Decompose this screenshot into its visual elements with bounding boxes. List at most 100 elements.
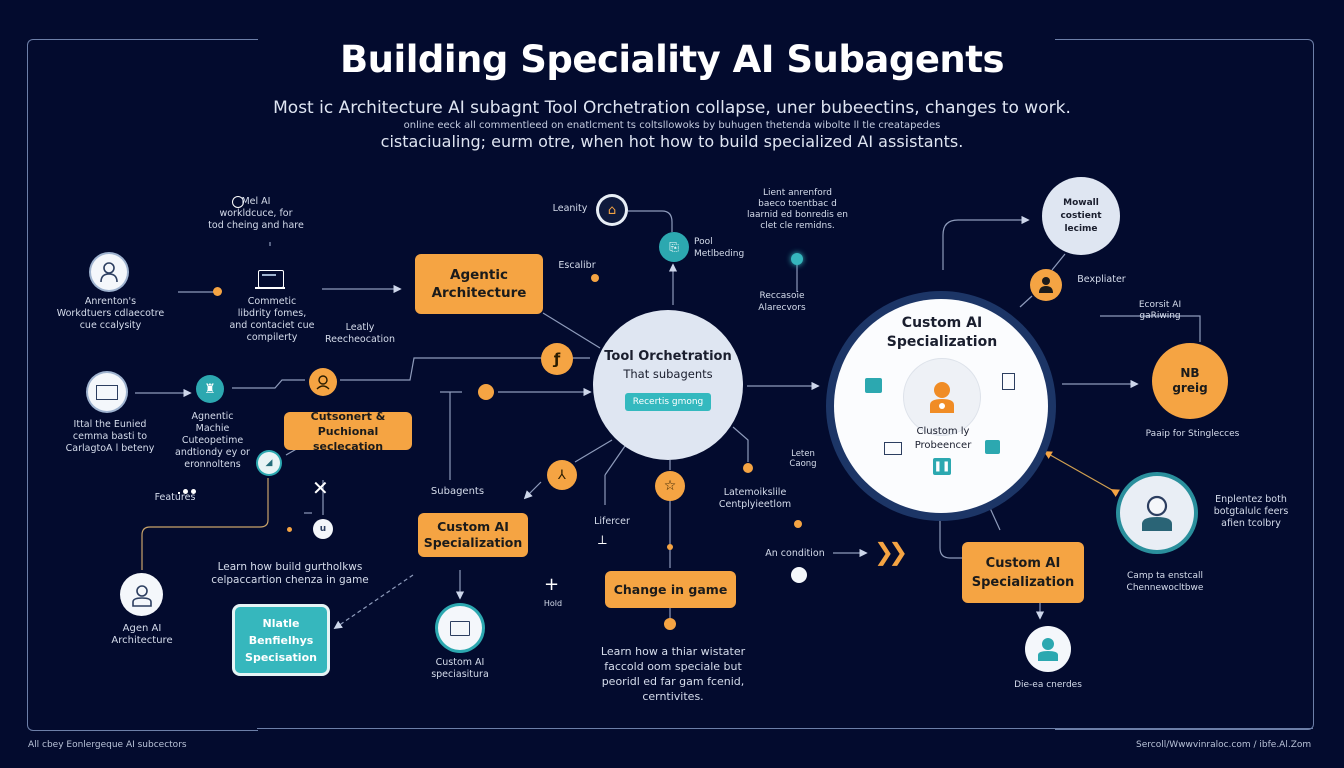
agent-icon <box>131 584 152 607</box>
bottom-right-node[interactable] <box>1025 626 1071 672</box>
dots-icon <box>178 479 196 498</box>
user-orange-node-right[interactable] <box>1030 269 1062 301</box>
home-node[interactable]: ⌂ <box>599 197 625 223</box>
star-node[interactable]: ☆ <box>655 471 685 501</box>
pause-icon: ❚❚ <box>933 458 951 475</box>
recessive-label: Reccasoie Alarecvors <box>758 291 806 313</box>
custom-ai-box-right[interactable]: Custom AI Specialization <box>962 542 1084 603</box>
mowall-label: Mowall costient lecime <box>1060 197 1102 234</box>
page-title: Building Speciality AI Subagents <box>339 38 1005 81</box>
agent-node-label: Agen AI Architecture <box>111 623 173 646</box>
subtitle-line-3: cistaciualing; eurm otre, when hot how t… <box>380 132 964 151</box>
mowall-node[interactable]: Mowall costient lecime <box>1042 177 1120 255</box>
profile-node[interactable] <box>1120 476 1194 550</box>
hub-pill[interactable]: Recertis gmong <box>624 393 712 411</box>
profile-icon <box>1142 495 1172 531</box>
profile-below-text: Camp ta enstcall Chennewocltbwe <box>1126 571 1204 593</box>
laptop-base <box>255 287 285 289</box>
connector <box>232 379 305 389</box>
hub-title: Tool Orchetration <box>604 349 732 364</box>
assistant-avatar-ring <box>903 358 981 436</box>
teal-chart-icon <box>985 440 1000 454</box>
merge-node[interactable]: ⅄ <box>547 460 577 490</box>
laptop-icon <box>258 270 284 288</box>
plus-icon: + <box>544 574 560 595</box>
top-right-note: Lient anrenford baeco toentbac d laarnid… <box>747 188 848 231</box>
ecorsit-label: Ecorsit AI gaRiwing <box>1138 300 1182 321</box>
connector <box>340 357 590 381</box>
merge-icon: ⅄ <box>558 467 566 483</box>
teal-spec-box[interactable]: Nlatle Benfielhys Specisation <box>232 604 330 676</box>
person-node-label: Anrenton's Workdtuers cdlaecotre cue cca… <box>56 296 165 331</box>
person-node[interactable] <box>91 254 127 290</box>
bottom-right-node-label: Die-ea cnerdes <box>1014 680 1082 690</box>
small-white-node[interactable]: u <box>313 519 333 539</box>
mail-icon <box>884 442 902 455</box>
big-hub-inner-label: Clustom ly Probeencer <box>914 426 972 451</box>
node-dot <box>213 287 222 296</box>
nb-node[interactable]: NB greig <box>1152 343 1228 419</box>
agentic-teal-node[interactable]: ♜ <box>196 375 224 403</box>
user-orange-node[interactable] <box>309 368 337 396</box>
node-dot <box>591 274 599 282</box>
leanity-label: Leanity <box>552 203 588 214</box>
frame-top-left <box>27 39 258 731</box>
home-icon: ⌂ <box>607 202 617 218</box>
node-dot <box>667 544 673 550</box>
screen-node-label: Ittal the Eunied cemma basti to Carlagto… <box>65 419 155 454</box>
change-in-game-box[interactable]: Change in game <box>605 571 736 608</box>
node-dot <box>791 567 807 583</box>
escalibr-label: Escalibr <box>558 260 596 271</box>
clock-icon <box>232 196 244 208</box>
worker-icon <box>1038 638 1058 661</box>
condition-label: An condition <box>765 548 825 559</box>
leadly-label: Leatly Reecheocation <box>324 322 395 345</box>
big-hub-title: Custom AI Specialization <box>886 315 998 350</box>
subtitle-line-1: Most ic Architecture AI subagnt Tool Orc… <box>273 98 1071 118</box>
node-dot <box>791 253 803 265</box>
lateral-label: Latemoikslile Centplyieetlom <box>718 487 792 510</box>
u-icon: u <box>319 524 327 534</box>
top-note: Mel AI workldcuce, for tod cheing and ha… <box>208 196 304 231</box>
custom-ai-node-label: Custom AI speciasitura <box>431 657 489 680</box>
change-description: Learn how a thiar wistater faccold oom s… <box>600 645 746 703</box>
nb-label-inner: NB greig <box>1172 366 1208 395</box>
features-label: Features <box>154 492 196 503</box>
person-icon <box>100 262 118 283</box>
nb-label: Paaip for Stinglecces <box>1145 429 1240 439</box>
document-icon <box>1002 373 1015 390</box>
screen-node[interactable] <box>88 373 126 411</box>
function-node[interactable]: ƒ <box>541 343 573 375</box>
screen-icon <box>96 384 118 400</box>
lifecycle-label: Lifercer <box>594 516 630 527</box>
pool-label: Pool Metlbeding <box>694 237 745 259</box>
double-chevron-icon: ❯❯ <box>874 538 908 566</box>
frame-bottom <box>257 728 1313 729</box>
user-icon <box>316 375 330 390</box>
agentic-architecture-box[interactable]: Agentic Architecture <box>415 254 543 314</box>
agent-node[interactable] <box>120 573 163 616</box>
subagents-label: Subagents <box>430 486 485 497</box>
bexpliater-label: Bexpliater <box>1077 274 1126 285</box>
footer-left: All cbey Eonlergeque AI subcectors <box>28 740 187 750</box>
robot-icon: ♜ <box>204 381 216 397</box>
star-icon: ☆ <box>663 478 677 494</box>
node-dot <box>743 463 753 473</box>
function-icon: ƒ <box>553 350 561 368</box>
node-dot <box>287 527 292 532</box>
node-dot <box>664 618 676 630</box>
footer-right[interactable]: Sercoll/Wwwvinraloc.com / ibfe.Al.Zom <box>1136 740 1312 750</box>
custom-ai-box-center[interactable]: Custom AI Specialization <box>418 513 528 557</box>
tool-orchestration-hub[interactable]: Tool Orchetration That subagents Recerti… <box>593 310 743 460</box>
chart-icon: ◢ <box>265 458 273 468</box>
teal-signpost-icon <box>865 378 882 393</box>
pool-node[interactable]: ⎘ <box>659 232 689 262</box>
component-box[interactable]: Cutsonert & Puchional seclecation <box>284 410 412 453</box>
laptop-label: Commetic libdrity fomes, and contaciet c… <box>229 296 315 343</box>
custom-ai-node[interactable] <box>438 606 482 650</box>
chart-teal-node[interactable]: ◢ <box>258 452 280 474</box>
hierarchy-icon: ⟂ <box>598 533 607 548</box>
network-x-icon: ✕ <box>312 476 329 500</box>
learn-text: Learn how build gurtholkws celpaccartion… <box>211 561 369 586</box>
